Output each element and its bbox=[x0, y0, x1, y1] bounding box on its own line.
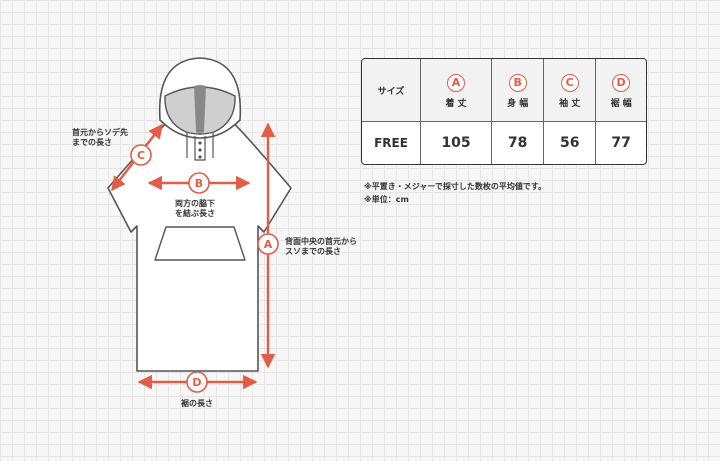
label-sleeve-length: 首元からソデ先 までの長さ bbox=[72, 128, 128, 148]
kangaroo-pocket bbox=[154, 226, 246, 261]
row-size: FREE bbox=[362, 122, 421, 164]
note-measurement: ※平置き・メジャーで採寸した数枚の平均値です。 bbox=[364, 182, 547, 191]
badge-d-circle bbox=[186, 371, 208, 393]
col-hem-badge: D bbox=[612, 74, 631, 92]
cell-sleeve: 56 bbox=[544, 122, 597, 164]
col-hem: D 裾 幅 bbox=[596, 59, 646, 122]
label-body-width-line1: 両方の脇下 bbox=[175, 199, 215, 208]
col-sleeve-badge: C bbox=[560, 74, 579, 92]
label-length: 背面中央の首元から スソまでの長さ bbox=[285, 237, 357, 257]
label-sleeve-length-line1: 首元からソデ先 bbox=[72, 128, 128, 137]
col-sleeve-name: 袖 丈 bbox=[559, 99, 581, 109]
badge-b-circle bbox=[188, 172, 210, 194]
col-body-width-name: 身 幅 bbox=[507, 99, 529, 109]
badge-b: B bbox=[195, 177, 203, 190]
label-length-line2: スソまでの長さ bbox=[285, 247, 341, 256]
badge-c: C bbox=[137, 149, 145, 162]
col-sleeve: C 袖 丈 bbox=[544, 59, 597, 122]
badge-a: A bbox=[264, 238, 273, 251]
badge-d: D bbox=[192, 376, 201, 389]
table-row: FREE 105 78 56 77 bbox=[362, 122, 646, 164]
col-body-width-badge: B bbox=[508, 74, 527, 92]
label-body-width-line2: を結ぶ長さ bbox=[175, 209, 215, 218]
col-length-badge: A bbox=[447, 74, 466, 92]
label-length-line1: 背面中央の首元から bbox=[285, 237, 357, 246]
label-body-width: 両方の脇下 を結ぶ長さ bbox=[175, 199, 215, 219]
label-hem-width: 裾の長さ bbox=[181, 399, 213, 408]
size-table-header-row: サイズ A 着 丈 B 身 幅 C 袖 丈 D 裾 幅 bbox=[362, 59, 646, 122]
note-unit: ※単位：cm bbox=[364, 195, 409, 204]
col-length: A 着 丈 bbox=[421, 59, 493, 122]
size-table: サイズ A 着 丈 B 身 幅 C 袖 丈 D 裾 幅 FREE 105 78 bbox=[361, 58, 647, 165]
size-header: サイズ bbox=[362, 59, 421, 122]
cell-body-width: 78 bbox=[492, 122, 545, 164]
badge-a-circle bbox=[257, 233, 279, 255]
col-length-name: 着 丈 bbox=[445, 99, 467, 109]
cell-length: 105 bbox=[421, 122, 493, 164]
badge-c-circle bbox=[130, 144, 152, 166]
col-body-width: B 身 幅 bbox=[492, 59, 545, 122]
col-hem-name: 裾 幅 bbox=[610, 99, 632, 109]
cell-hem: 77 bbox=[611, 135, 631, 151]
label-sleeve-length-line2: までの長さ bbox=[72, 138, 112, 147]
